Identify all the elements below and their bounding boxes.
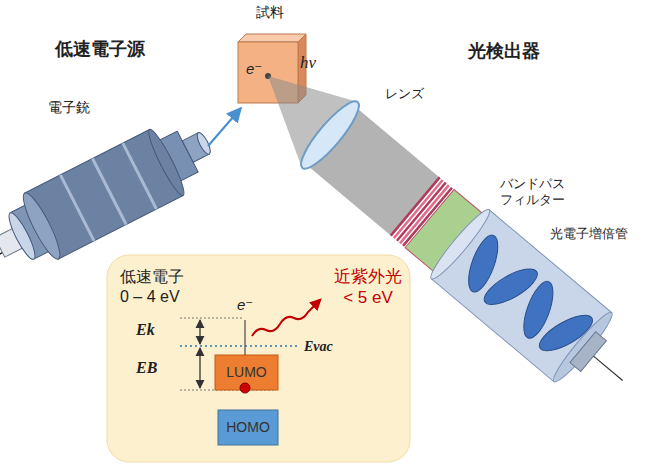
vacuum-level-symbol: Evac <box>304 338 333 356</box>
detector-heading: 光検出器 <box>468 40 540 63</box>
node-text: LUMO <box>226 364 266 382</box>
inset-panel-box: 低速電子 0 – 4 eV LUMO HOMO <box>107 255 410 462</box>
edge-label: e⁻ <box>246 60 262 79</box>
node-text: 試料 <box>256 4 284 22</box>
node-text: 低速電子 0 – 4 eV <box>120 267 192 307</box>
uv-light-label: 近紫外光 < 5 eV <box>330 266 406 309</box>
kinetic-energy-symbol: Ek <box>136 320 155 340</box>
lumo-level: LUMO <box>215 355 278 390</box>
node-text: バンドパス フィルター <box>500 176 572 209</box>
binding-energy-symbol: EB <box>136 358 157 378</box>
node-text: 電子銃 <box>48 99 90 117</box>
filter-box: バンドパス フィルター <box>420 172 570 252</box>
node-text: レンズ <box>385 86 424 102</box>
homo-level: HOMO <box>218 410 278 445</box>
pmt-box: 光電子増倍管 <box>470 205 645 390</box>
electron-beam <box>208 108 241 146</box>
node-text: 光電子増倍管 <box>550 226 628 242</box>
sample-box: 試料 <box>232 30 308 108</box>
photon-symbol: hν <box>300 52 316 73</box>
lens-box: レンズ <box>300 82 430 177</box>
electron-gun-label-box: 電子銃 <box>30 95 208 245</box>
energy-diagram <box>180 300 320 445</box>
electron-symbol: e⁻ <box>237 296 253 315</box>
source-heading: 低速電子源 <box>55 38 145 61</box>
inset-panel <box>107 255 410 462</box>
node-text: HOMO <box>226 419 270 437</box>
